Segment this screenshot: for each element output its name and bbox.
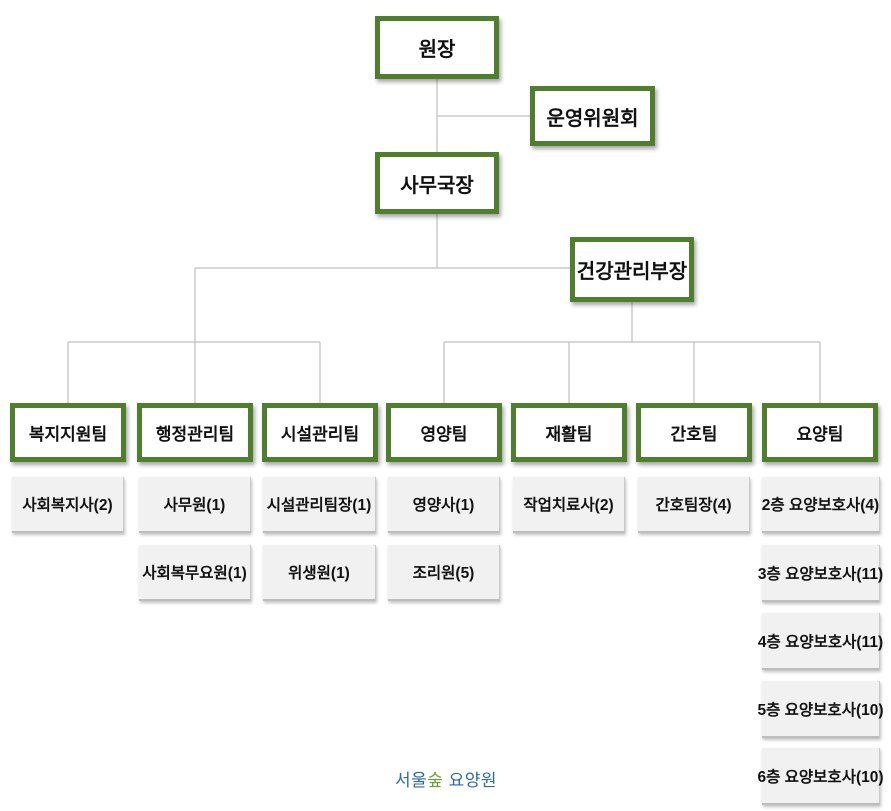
secretary-box: 사무국장 [375, 152, 499, 214]
team-rehab-box: 재활팀 [511, 403, 627, 462]
member-card: 사회복무요원(1) [139, 545, 251, 601]
member-card: 영양사(1) [388, 477, 500, 533]
logo-text-3: 요양원 [443, 771, 498, 790]
team-facility-box: 시설관리팀 [262, 403, 378, 462]
member-card: 사무원(1) [139, 477, 251, 533]
member-card: 3층 요양보호사(11) [758, 545, 883, 602]
member-card: 6층 요양보호사(10) [757, 748, 884, 805]
member-card: 조리원(5) [388, 545, 500, 601]
member-card: 간호팀장(4) [638, 477, 750, 533]
team-welfare-box: 복지지원팀 [10, 403, 126, 462]
member-card: 시설관리팀장(1) [263, 477, 376, 533]
committee-box: 운영위원회 [530, 86, 655, 146]
logo-text-2: 숲 [427, 771, 444, 790]
member-card: 작업치료사(2) [513, 477, 625, 533]
member-card: 사회복지사(2) [12, 477, 124, 533]
member-card: 4층 요양보호사(11) [758, 613, 883, 670]
director-box: 원장 [375, 16, 499, 79]
team-nursing-box: 간호팀 [636, 403, 752, 462]
team-admin-box: 행정관리팀 [137, 403, 253, 462]
member-card: 2층 요양보호사(4) [762, 477, 880, 533]
facility-logo: 서울숲 요양원 [395, 766, 497, 791]
health-manager-box: 건강관리부장 [570, 237, 694, 302]
member-card: 5층 요양보호사(10) [757, 681, 884, 738]
team-nutrition-box: 영양팀 [386, 403, 502, 462]
logo-text-1: 서울 [395, 771, 428, 790]
team-care-box: 요양팀 [762, 403, 878, 462]
member-card: 위생원(1) [263, 545, 376, 601]
